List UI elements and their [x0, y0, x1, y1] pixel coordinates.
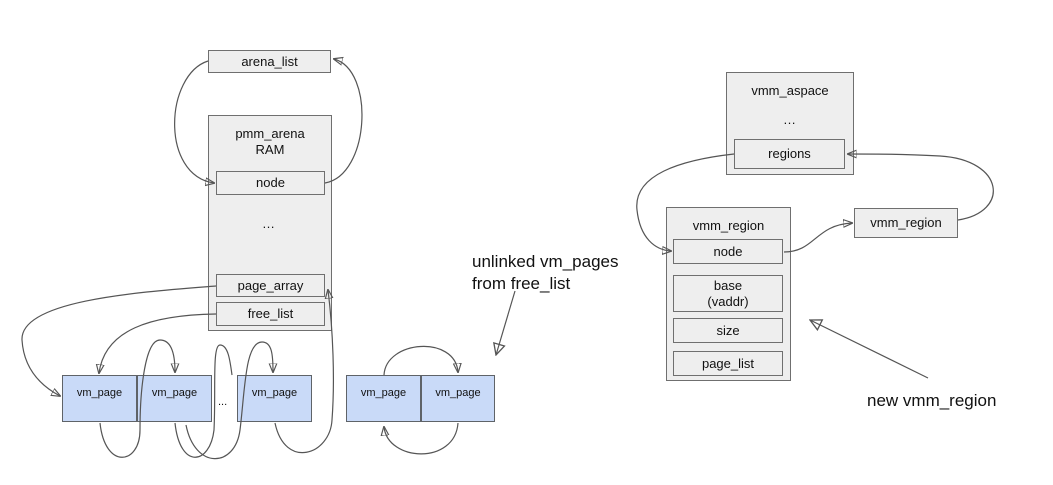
base-line-2: (vaddr)	[707, 293, 749, 309]
vm-page-label: vm_page	[435, 387, 481, 399]
new-region-pointer-arrow	[810, 320, 929, 379]
unlinked-page-box-2: vm_page	[421, 375, 495, 422]
vm-page-label: vm_page	[251, 387, 298, 399]
arena-node-label: node	[256, 175, 285, 190]
region-page-list-label: page_list	[701, 355, 755, 371]
unlinked-label-line-1: unlinked vm_pages	[472, 252, 619, 271]
pmm-arena-title: pmm_arena RAM	[235, 126, 304, 158]
other-vmm-region-box: vmm_region	[854, 208, 958, 238]
node-to-other-region-arrow	[783, 223, 852, 253]
new-vmm-region-label: new vmm_region	[867, 391, 997, 410]
region-base-box: base (vaddr)	[673, 275, 783, 312]
vm-page-label: vm_page	[360, 387, 407, 399]
unlinked-loop-top	[383, 345, 458, 376]
free-list-box: free_list	[216, 302, 325, 326]
aspace-ellipsis: …	[783, 112, 796, 127]
vm-page-box-2: vm_page	[137, 375, 212, 422]
region-size-label: size	[716, 322, 740, 338]
free-list-to-page-arrow	[99, 313, 217, 373]
page-chain-return	[274, 290, 335, 454]
pmm-arena-name: pmm_arena	[235, 126, 305, 141]
page-array-label: page_array	[237, 277, 304, 293]
vm-page-dots: ...	[218, 396, 228, 408]
unlinked-pointer-arrow	[496, 290, 516, 355]
region-node-label: node	[713, 243, 743, 259]
regions-box: regions	[734, 139, 845, 169]
other-vmm-region-label: vmm_region	[870, 215, 942, 230]
region-base-label: base (vaddr)	[707, 278, 748, 310]
page-chain-loop	[99, 339, 175, 458]
region-node-box: node	[673, 239, 783, 264]
page-chain-loop	[174, 344, 233, 458]
base-line-1: base	[713, 277, 743, 293]
region-size-box: size	[673, 318, 783, 343]
arena-list-box: arena_list	[208, 50, 331, 73]
regions-label: regions	[768, 146, 811, 161]
vmm-aspace-title: vmm_aspace	[751, 83, 829, 98]
other-region-to-regions-arrow	[848, 154, 994, 221]
vm-page-label: vm_page	[151, 387, 198, 399]
unlinked-loop-bottom	[384, 422, 459, 455]
page-chain-loop	[185, 341, 273, 460]
unlinked-label-line-2: from free_list	[472, 274, 571, 293]
region-page-list-box: page_list	[673, 351, 783, 376]
arena-list-label: arena_list	[241, 53, 298, 69]
node-to-arena-list-arrow	[324, 59, 363, 184]
vm-page-box-1: vm_page	[62, 375, 137, 422]
pmm-arena-sub: RAM	[255, 142, 285, 157]
page-array-to-page-arrow	[21, 285, 217, 396]
arena-list-to-node-arrow	[174, 60, 214, 183]
unlinked-page-box-1: vm_page	[346, 375, 421, 422]
free-list-label: free_list	[247, 306, 294, 321]
unlinked-pages-label: unlinked vm_pages from free_list	[472, 251, 618, 295]
vm-page-label: vm_page	[76, 387, 123, 399]
regions-to-node-arrow	[636, 153, 735, 251]
vm-page-box-3: vm_page	[237, 375, 312, 422]
arena-node-box: node	[216, 171, 325, 195]
page-array-box: page_array	[216, 274, 325, 297]
arena-ellipsis: …	[262, 216, 275, 231]
vmm-region-title: vmm_region	[692, 218, 765, 233]
